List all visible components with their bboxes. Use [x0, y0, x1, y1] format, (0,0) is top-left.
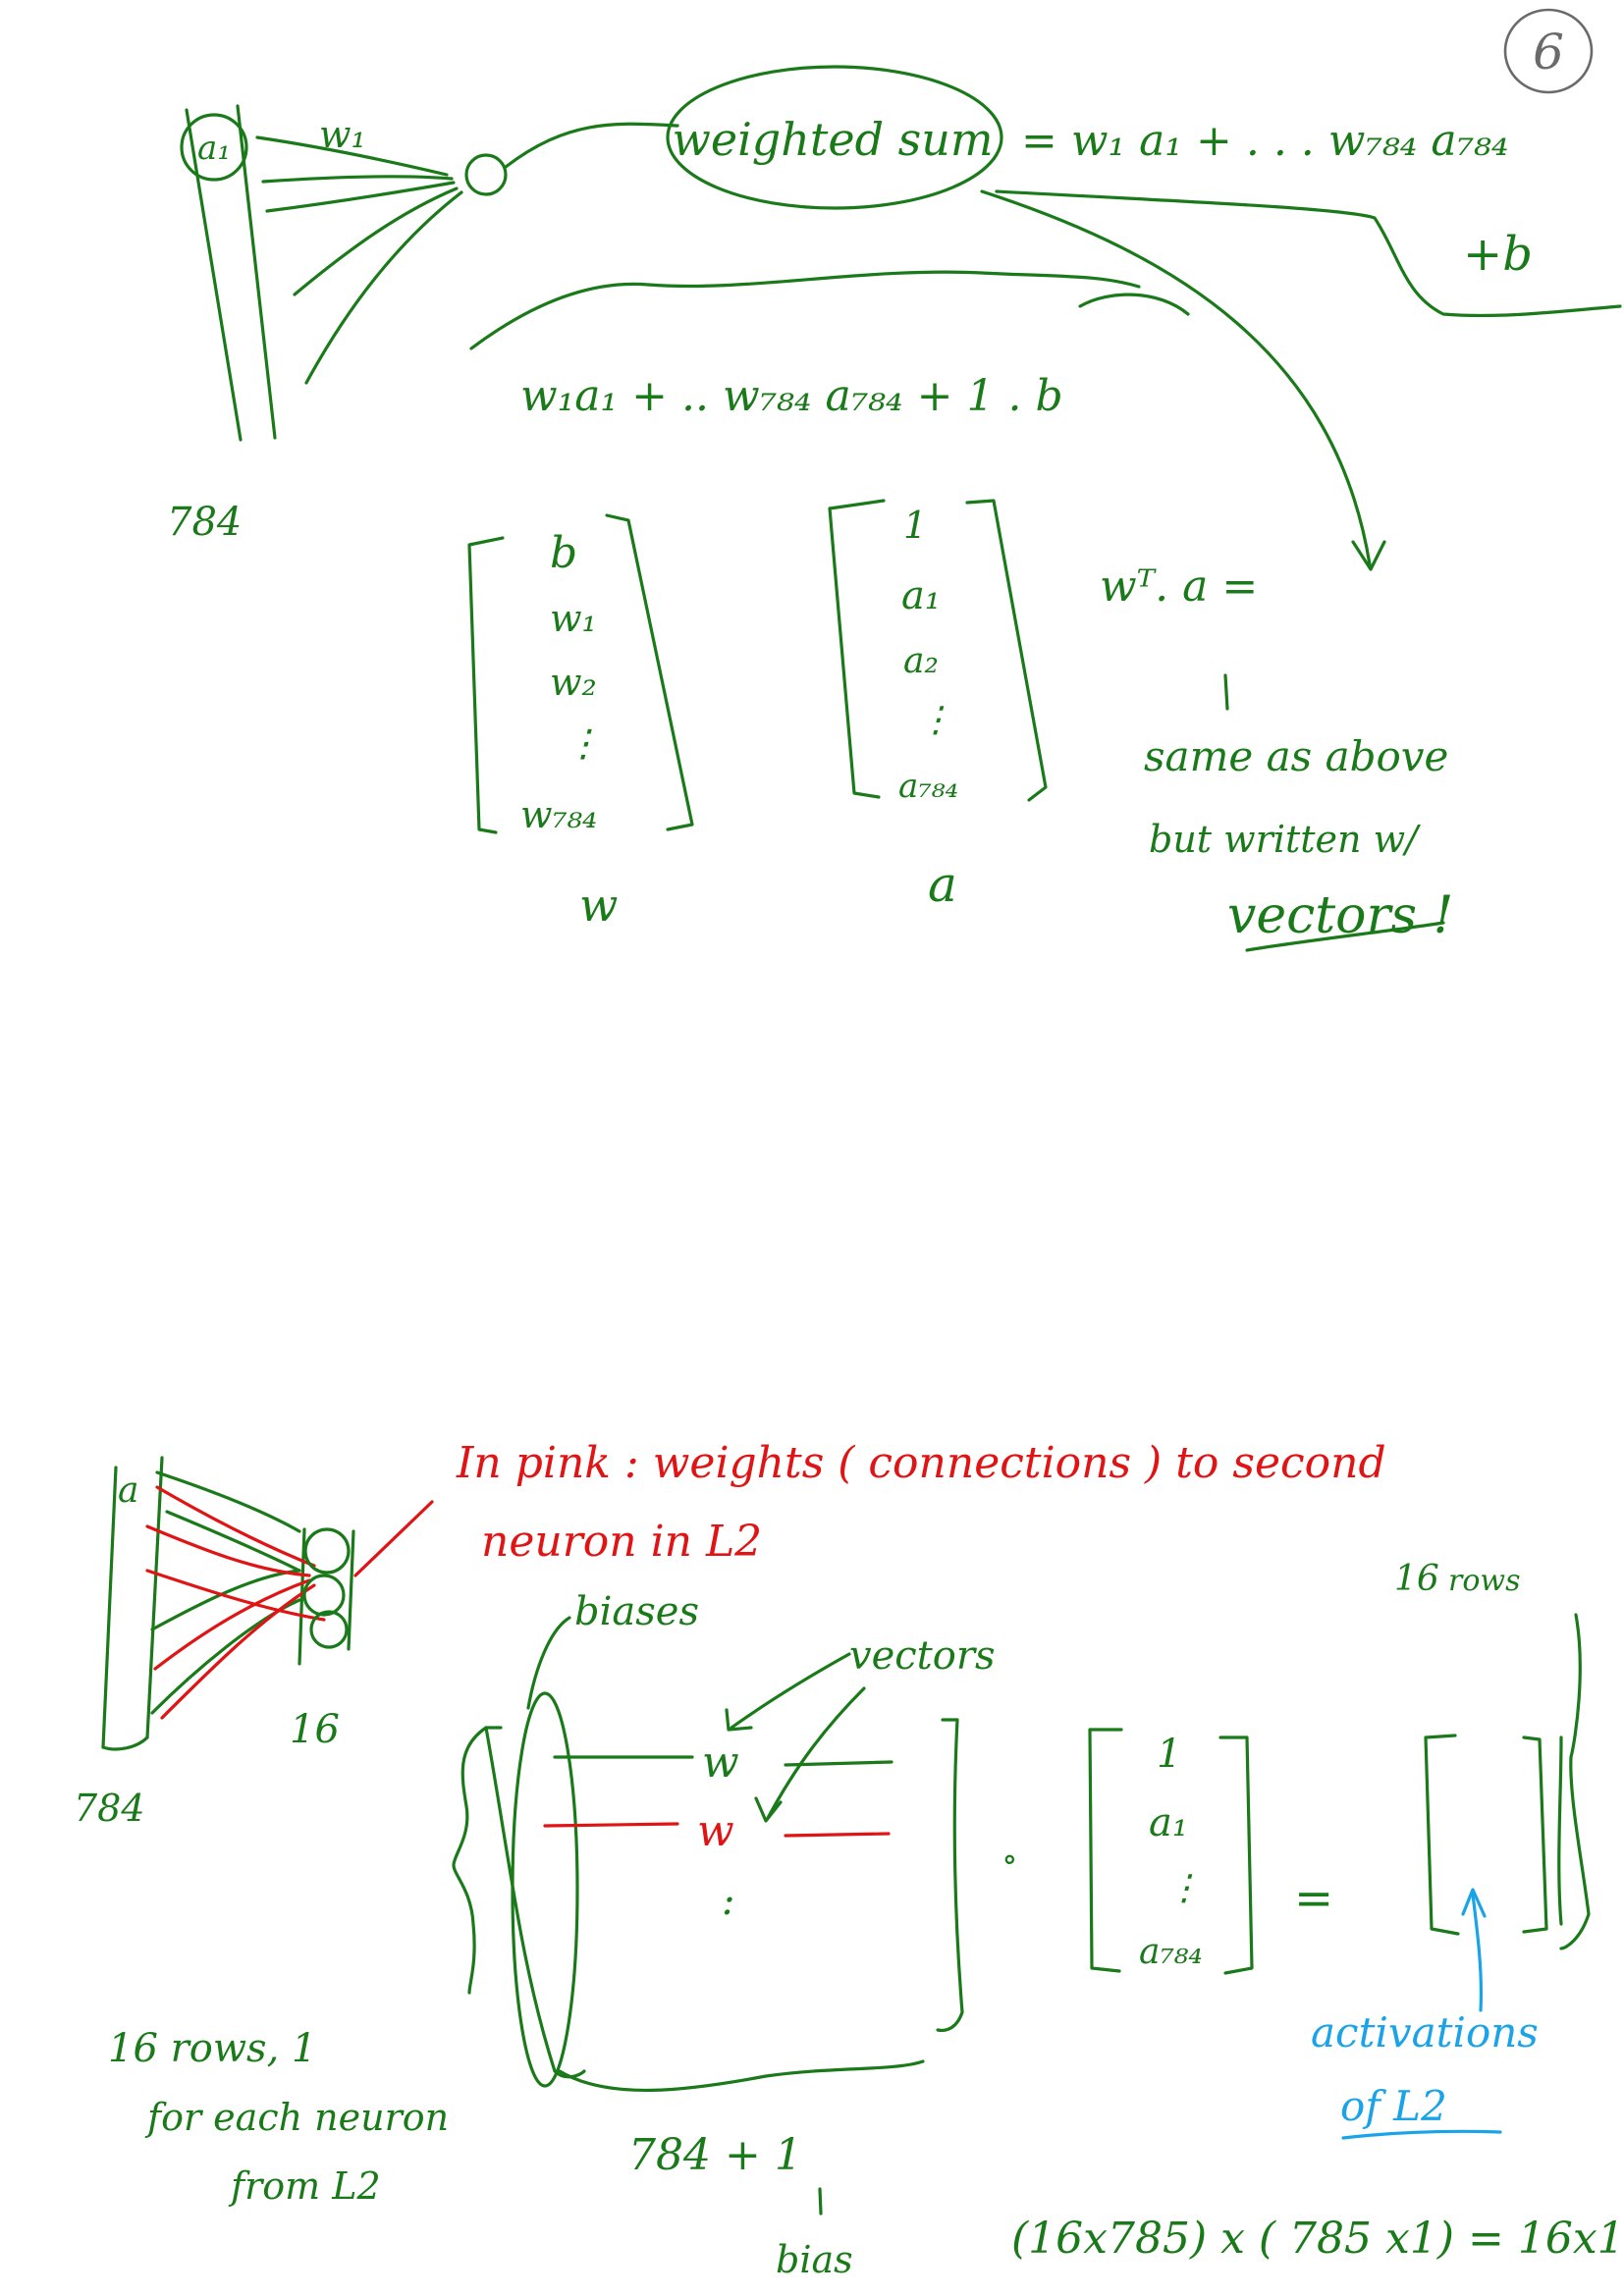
matrix-row-1: w	[697, 1806, 734, 1856]
weight-label: w₁	[319, 113, 366, 156]
small-input-node: a	[118, 1470, 138, 1511]
vector-w-entry-1: w₁	[550, 597, 597, 640]
vectors-arrow-2-head	[754, 1796, 783, 1823]
rows-note-line-2: for each neuron	[144, 2096, 449, 2139]
vector-a-entry-0: 1	[903, 504, 927, 547]
biases-pointer	[526, 1616, 571, 1710]
vector-a-entry-3: ⋮	[918, 700, 953, 740]
plus-b-bracket	[995, 189, 1622, 318]
rows-note-line-3: from L2	[228, 2164, 381, 2208]
activations-line-2: of L2	[1340, 2082, 1447, 2130]
weighted-sum-oval	[666, 65, 1003, 210]
note-underline	[1245, 921, 1445, 952]
vector-a-entry-1: a₁	[901, 573, 941, 618]
cols-brace	[558, 2059, 925, 2093]
page-number: 6	[1533, 24, 1564, 80]
formula-brace	[469, 270, 1141, 350]
vector-w-entry-4: w₇₈₄	[520, 793, 597, 836]
red-note-pointer	[353, 1500, 434, 1577]
note-line-2: but written w/	[1149, 818, 1421, 861]
page-number-marker: 6	[1503, 8, 1594, 94]
vector-a-label: a	[928, 856, 957, 913]
vector-w-entry-2: w₂	[550, 661, 597, 704]
vector-a: 1 a₁ a₂ ⋮ a₇₈₄	[828, 499, 1048, 806]
matrix-row-0: w	[702, 1737, 739, 1788]
dims-equation: (16x785) x ( 785 x1) = 16x1	[1011, 2214, 1624, 2264]
bottom-vector-a-entry-3: a₇₈₄	[1139, 1932, 1203, 1972]
sum-expansion: = w₁ a₁ + . . . w₇₈₄ a₇₈₄	[1021, 116, 1508, 166]
vectors-arrow-1	[730, 1652, 851, 1730]
weight-matrix: w w :	[484, 1691, 964, 2088]
activations-arrow-head	[1461, 1888, 1487, 1918]
vectors-arrow-1-head	[725, 1708, 753, 1732]
rows-count-label: 16	[1394, 1559, 1439, 1599]
activations-underline	[1341, 2129, 1502, 2140]
matrix-row-2: :	[722, 1879, 734, 1924]
vector-w-entry-0: b	[550, 528, 577, 578]
vector-a-entry-4: a₇₈₄	[898, 767, 958, 806]
dot-operator: ∘	[1001, 1840, 1018, 1879]
svg-text:rows: rows	[1448, 1564, 1520, 1598]
vector-w: b w₁ w₂ ⋮ w₇₈₄	[467, 513, 694, 836]
biases-label: biases	[574, 1589, 699, 1634]
vector-w-label: w	[579, 879, 618, 932]
note-connector	[1223, 673, 1229, 711]
vector-w-entry-3: ⋮	[565, 721, 602, 765]
plus-b: +b	[1463, 227, 1533, 282]
vectors-arrow-2	[766, 1686, 866, 1820]
rows-note-line-1: 16 rows, 1	[108, 2026, 316, 2071]
activations-line-1: activations	[1311, 2008, 1539, 2056]
cols-label: 784 + 1	[628, 2130, 802, 2180]
input-layer-size: 784	[167, 500, 242, 545]
input-layer-column: a₁	[180, 104, 277, 442]
bottom-vector-a: 1 a₁ ⋮ a₇₈₄	[1088, 1728, 1254, 1975]
activations-arrow	[1471, 1893, 1484, 2012]
bottom-vector-a-entry-0: 1	[1157, 1732, 1181, 1777]
small-network-diagram: a	[101, 1456, 355, 1751]
formula-brace-end	[1078, 293, 1190, 316]
small-layer-size-in: 784	[74, 1787, 145, 1830]
vectors-label: vectors	[849, 1633, 995, 1679]
equals-sign: =	[1294, 1871, 1333, 1926]
note-line-1: same as above	[1144, 732, 1448, 780]
red-note-line-1: In pink : weights ( connections ) to sec…	[456, 1438, 1386, 1488]
small-layer-size-out: 16	[290, 1707, 340, 1752]
weight-connections	[255, 135, 463, 385]
dot-product: wᵀ. a =	[1100, 561, 1258, 612]
output-neuron	[464, 153, 508, 196]
expanded-formula: w₁a₁ + .. w₇₈₄ a₇₈₄ + 1 . b	[520, 371, 1063, 421]
bottom-vector-a-entry-2: ⋮	[1166, 1868, 1202, 1908]
input-node-label: a₁	[197, 129, 231, 168]
result-vector	[1424, 1613, 1591, 1950]
bottom-vector-a-entry-1: a₁	[1149, 1800, 1188, 1845]
sum-to-result-arrow	[980, 189, 1372, 566]
bias-label: bias	[776, 2238, 853, 2281]
neuron-to-sum-link	[504, 122, 679, 169]
red-note-line-2: neuron in L2	[481, 1517, 762, 1567]
rows-brace	[452, 1726, 488, 1995]
vector-a-entry-2: a₂	[903, 641, 939, 681]
weighted-sum-label: weighted sum	[672, 113, 993, 166]
bias-connector	[818, 2187, 823, 2216]
arrow-head	[1351, 540, 1386, 571]
